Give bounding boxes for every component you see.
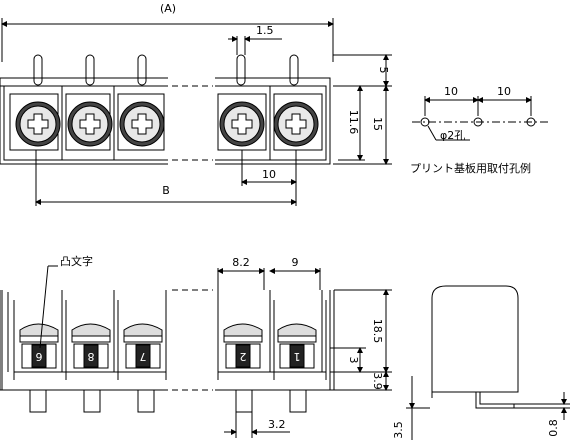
front-barriers bbox=[7, 290, 327, 380]
emboss-label: 凸文字 bbox=[60, 254, 93, 268]
top-body bbox=[0, 77, 331, 165]
front-pins bbox=[29, 389, 307, 413]
side-pin-thickness-dim-label: 0.8 bbox=[547, 419, 560, 437]
top-pins bbox=[33, 54, 299, 86]
pin-width-front-dim-label: 3.2 bbox=[268, 418, 286, 431]
front-screw-heads bbox=[19, 323, 317, 343]
pin-width-dim-label: 1.5 bbox=[256, 24, 274, 37]
front-total-height-dim-label: 18.5 bbox=[371, 319, 384, 344]
front-number-plates bbox=[21, 343, 315, 369]
top-view bbox=[0, 18, 392, 206]
pin-length-dim-label: 5 bbox=[377, 67, 390, 74]
terminal-number-8: 8 bbox=[88, 350, 95, 363]
pin-height-dim-label: 3.9 bbox=[371, 372, 384, 390]
pcb-caption: プリント基板用取付孔例 bbox=[410, 161, 531, 175]
side-view bbox=[406, 285, 570, 440]
front-view bbox=[0, 265, 392, 438]
terminal-number-6: 6 bbox=[36, 350, 43, 363]
pcb-pitch-right-label: 10 bbox=[497, 85, 511, 98]
pcb-layout bbox=[412, 96, 548, 141]
pcb-pitch-left-label: 10 bbox=[444, 85, 458, 98]
plate-height-dim-label: 3 bbox=[347, 357, 360, 364]
top-screws bbox=[15, 101, 319, 147]
total-height-dim-label: 15 bbox=[371, 117, 384, 131]
pitch-b-dim-label: 9 bbox=[292, 256, 299, 269]
overall-dim-label: (A) bbox=[160, 2, 176, 15]
pitch-dim-label: 10 bbox=[262, 168, 276, 181]
terminal-number-7: 7 bbox=[140, 350, 147, 363]
terminal-number-1: 1 bbox=[294, 350, 301, 363]
pitch-a-dim-label: 8.2 bbox=[232, 256, 250, 269]
hole-diameter-label: φ2孔 bbox=[440, 129, 465, 142]
side-pin-length-dim-label: 3.5 bbox=[392, 421, 405, 439]
labels: (A) 1.5 10 B 5 11.6 15 10 10 φ2孔 プリント基板用… bbox=[36, 2, 561, 439]
terminal-number-2: 2 bbox=[240, 350, 247, 363]
body-height-dim-label: 11.6 bbox=[347, 110, 360, 135]
b-dim-label: B bbox=[162, 184, 170, 197]
